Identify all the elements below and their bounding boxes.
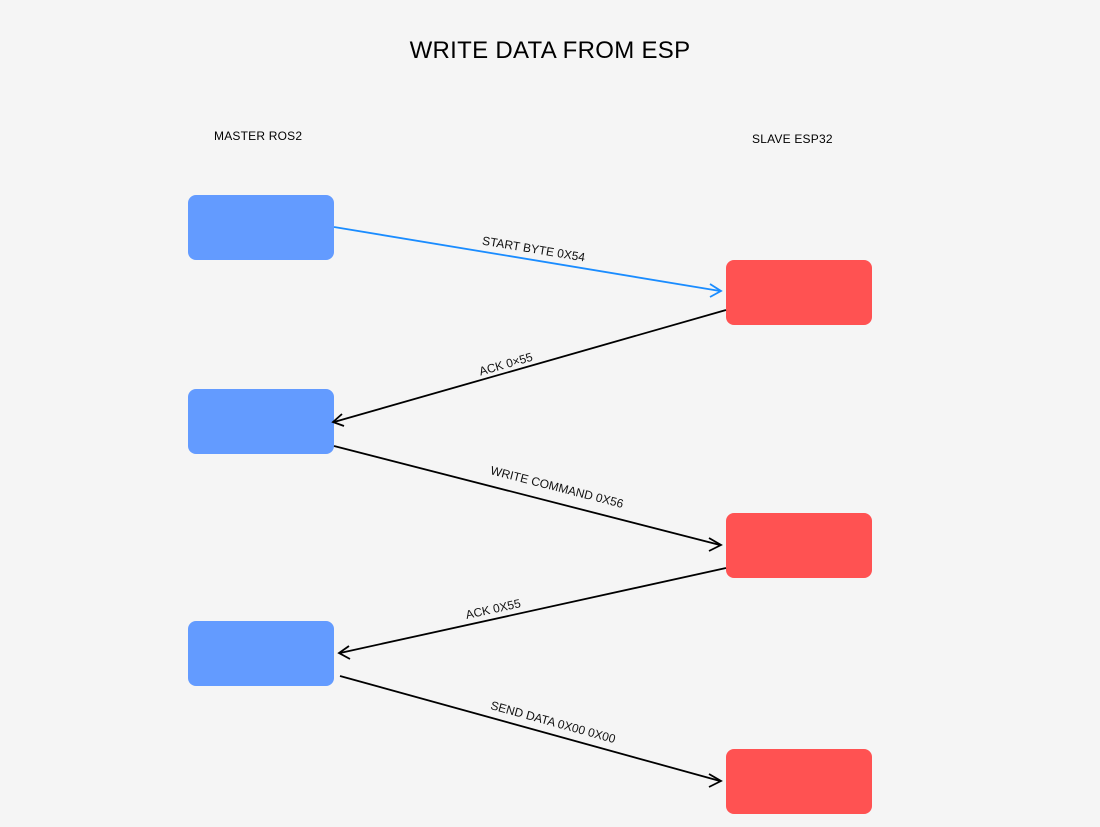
arrowhead-icon bbox=[708, 537, 723, 552]
arrowhead-icon bbox=[708, 773, 723, 788]
master-node-2 bbox=[188, 389, 334, 454]
message-arrow-line bbox=[333, 445, 721, 546]
slave-node-2 bbox=[726, 513, 872, 578]
message-send-data: SEND DATA 0X00 0X00 bbox=[339, 675, 723, 788]
message-arrow-line bbox=[339, 567, 727, 654]
master-node-1 bbox=[188, 195, 334, 260]
message-ack-1: ACK 0×55 bbox=[331, 309, 727, 427]
page-title: WRITE DATA FROM ESP bbox=[409, 37, 691, 64]
lane-label-master: MASTER ROS2 bbox=[214, 129, 303, 143]
master-node-3 bbox=[188, 621, 334, 686]
slave-node-3 bbox=[726, 749, 872, 814]
message-arrow-line bbox=[333, 226, 721, 292]
arrowhead-icon bbox=[337, 645, 351, 660]
message-label: ACK 0X55 bbox=[464, 596, 522, 622]
message-ack-2: ACK 0X55 bbox=[337, 567, 727, 660]
arrowhead-icon bbox=[709, 283, 723, 298]
message-start-byte: START BYTE 0X54 bbox=[333, 226, 723, 298]
message-arrow-line bbox=[333, 309, 727, 423]
lane-label-slave: SLAVE ESP32 bbox=[752, 132, 833, 146]
arrowhead-icon bbox=[331, 413, 345, 427]
message-write-command: WRITE COMMAND 0X56 bbox=[333, 445, 723, 552]
message-label: ACK 0×55 bbox=[478, 350, 535, 379]
slave-node-1 bbox=[726, 260, 872, 325]
message-arrow-line bbox=[339, 675, 721, 782]
